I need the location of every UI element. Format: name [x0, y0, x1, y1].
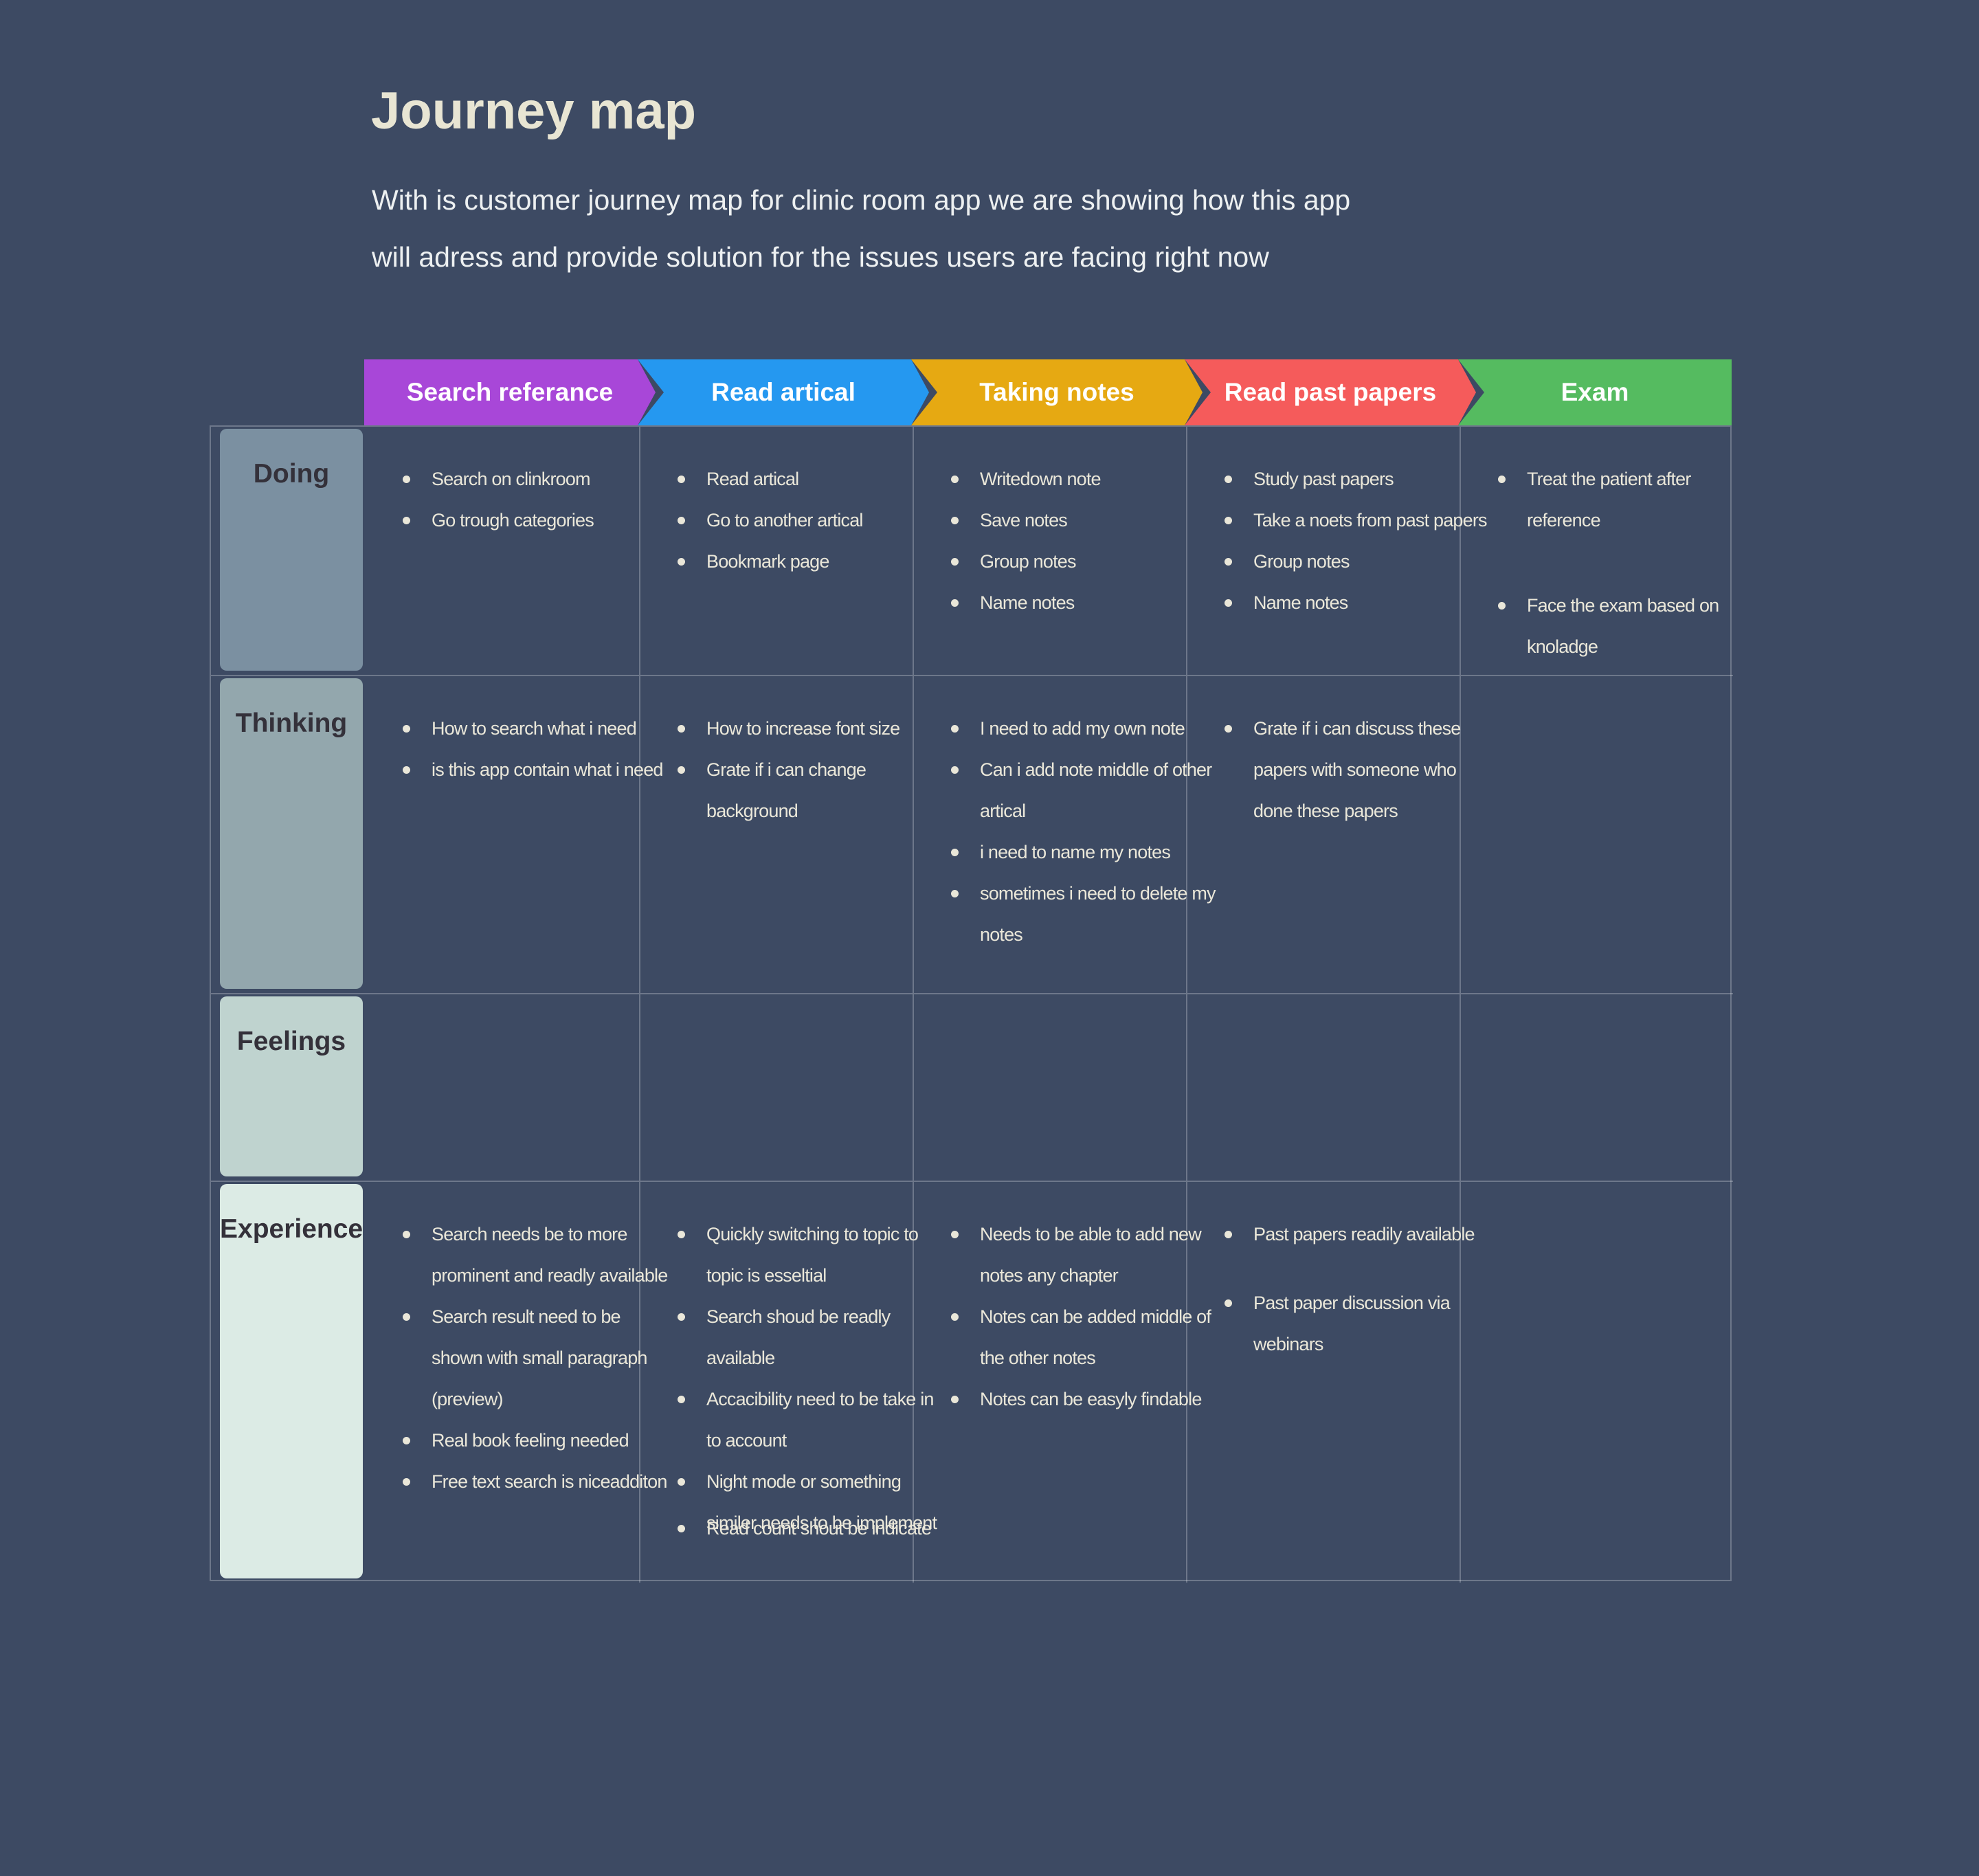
bullet-item: Group notes	[929, 541, 1219, 582]
bullet-item: How to increase font size	[656, 708, 946, 749]
cell-thinking-exam	[1460, 675, 1733, 993]
bullet-item: Past papers readily available	[1203, 1214, 1492, 1255]
bullet-item: Treat the patient after reference	[1476, 458, 1766, 541]
row-label-cell-thinking: Thinking	[211, 675, 366, 993]
cell-thinking-read-past-papers: Grate if i can discuss these papers with…	[1186, 675, 1461, 993]
bullet-item: Grate if i can change background	[656, 749, 946, 831]
bullet-item: I need to add my own note	[929, 708, 1219, 749]
cell-experience-search-referance: Search needs be to more prominent and re…	[366, 1181, 668, 1583]
cell-feelings-read-past-papers	[1186, 993, 1460, 1181]
bullet-item: Search result need to be shown with smal…	[381, 1296, 671, 1420]
stage-arrow-taking-notes: Taking notes	[911, 359, 1203, 425]
bullet-item: Real book feeling needed	[381, 1420, 671, 1461]
row-label-cell-experience: Experience	[211, 1181, 366, 1583]
page-subtitle-line-2: will adress and provide solution for the…	[372, 241, 1269, 273]
bullet-item: Study past papers	[1203, 458, 1492, 500]
bullet-item: Go trough categories	[381, 500, 671, 541]
bullet-item: Notes can be added middle of the other n…	[929, 1296, 1219, 1378]
row-label-doing: Doing	[220, 429, 363, 671]
bullet-item: Needs to be able to add new notes any ch…	[929, 1214, 1219, 1296]
bullet-item: Bookmark page	[656, 541, 946, 582]
cell-feelings-read-artical	[639, 993, 913, 1181]
bullet-item: Name notes	[1203, 582, 1492, 623]
row-label-feelings: Feelings	[220, 996, 363, 1176]
bullet-item: Group notes	[1203, 541, 1492, 582]
bullet-item: Past paper discussion via webinars	[1203, 1282, 1492, 1365]
bullet-item: Save notes	[929, 500, 1219, 541]
stage-arrow-read-artical: Read artical	[638, 359, 929, 425]
page-subtitle: With is customer journey map for clinic …	[372, 183, 1350, 274]
bullet-item: Go to another artical	[656, 500, 946, 541]
bullet-item: How to search what i need	[381, 708, 671, 749]
bullet-item: Search shoud be readly available	[656, 1296, 946, 1378]
bullet-item: Search on clinkroom	[381, 458, 671, 500]
bullet-item: Free text search is niceadditon	[381, 1461, 671, 1502]
bullet-item: Grate if i can discuss these papers with…	[1203, 708, 1492, 831]
cell-experience-taking-notes: Needs to be able to add new notes any ch…	[913, 1181, 1211, 1583]
bullet-item: sometimes i need to delete my notes	[929, 873, 1219, 955]
bullet-item: Search needs be to more prominent and re…	[381, 1214, 671, 1296]
bullet-item: Notes can be easyly findable	[929, 1378, 1219, 1420]
bullet-item: Name notes	[929, 582, 1219, 623]
bullet-item: i need to name my notes	[929, 831, 1219, 873]
cell-experience-read-artical: Quickly switching to topic to topic is e…	[639, 1181, 937, 1583]
cell-feelings-exam	[1460, 993, 1733, 1181]
row-label-thinking: Thinking	[220, 678, 363, 989]
bullet-item: Read artical	[656, 458, 946, 500]
bullet-item: is this app contain what i need	[381, 749, 671, 790]
bullet-item: Take a noets from past papers	[1203, 500, 1492, 541]
cell-feelings-taking-notes	[913, 993, 1186, 1181]
stage-arrow-read-past-papers: Read past papers	[1185, 359, 1476, 425]
bullet-item: Night mode or something similer needs to…	[656, 1461, 946, 1543]
row-label-cell-doing: Doing	[211, 427, 366, 675]
bullet-item: Writedown note	[929, 458, 1219, 500]
stage-arrow-search-referance: Search referance	[364, 359, 656, 425]
bullet-item: Can i add note middle of other artical	[929, 749, 1219, 831]
cell-experience-exam	[1460, 1181, 1733, 1583]
page-title: Journey map	[371, 82, 697, 140]
bullet-item: Quickly switching to topic to topic is e…	[656, 1214, 946, 1296]
bullet-item: Face the exam based on knoladge	[1476, 585, 1766, 667]
bullet-item: Accacibility need to be take in to accou…	[656, 1378, 946, 1461]
cell-feelings-search-referance	[366, 993, 639, 1181]
page-subtitle-line-1: With is customer journey map for clinic …	[372, 184, 1351, 216]
stage-arrow-exam: Exam	[1458, 359, 1732, 425]
row-label-experience: Experience	[220, 1184, 363, 1578]
bullet-item: Read count shout be indicate	[656, 1508, 946, 1549]
row-label-cell-feelings: Feelings	[211, 993, 366, 1181]
